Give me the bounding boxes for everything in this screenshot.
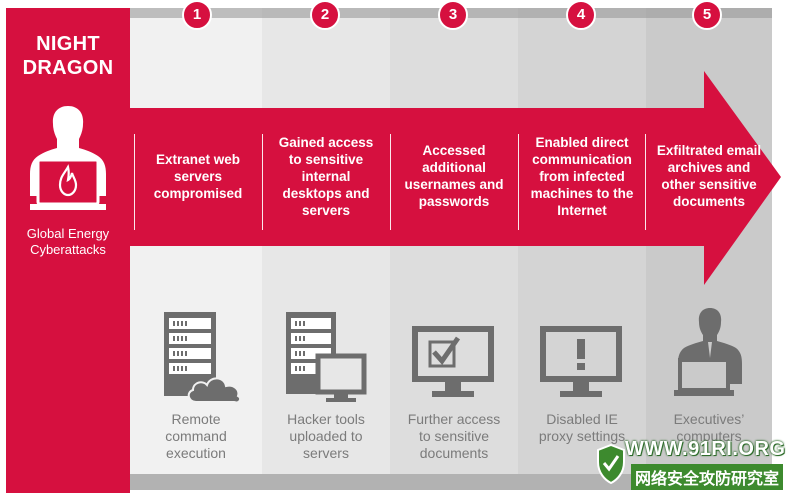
step-2-badge: 2 — [310, 0, 340, 30]
column-4 — [518, 8, 646, 490]
step-4-badge: 4 — [566, 0, 596, 30]
step-5-text: Exfiltrated email archives and other sen… — [656, 143, 762, 209]
step-3-caption: Further access to sensitive documents — [407, 411, 501, 461]
watermark-name: 网络安全攻防研究室 — [631, 464, 784, 490]
step-3-badge: 3 — [438, 0, 468, 30]
monitor-checkmark-icon — [412, 326, 494, 397]
step-divider — [262, 134, 263, 230]
shield-icon — [597, 444, 625, 484]
step-4-text: Enabled direct communication from infect… — [530, 135, 634, 218]
server-cloud-icon — [164, 312, 242, 404]
step-divider — [390, 134, 391, 230]
panel-caption: Global Energy Cyberattacks — [26, 226, 110, 257]
step-2-caption: Hacker tools uploaded to servers — [287, 411, 365, 461]
step-divider — [134, 134, 135, 230]
step-5-badge: 5 — [692, 0, 722, 30]
step-divider — [645, 134, 646, 230]
server-monitor-icon — [286, 312, 367, 402]
step-1-caption: Remote command execution — [165, 411, 227, 461]
step-5-caption: Executives’ computers — [673, 411, 745, 444]
panel-title: NIGHT DRAGON — [22, 33, 114, 79]
monitor-alert-icon — [540, 326, 622, 397]
step-4-caption: Disabled IE proxy settings — [538, 411, 626, 444]
step-1-badge: 1 — [182, 0, 212, 30]
step-1-text: Extranet web servers compromised — [153, 152, 243, 201]
hacker-laptop-icon — [30, 106, 106, 210]
step-3-text: Accessed additional usernames and passwo… — [404, 143, 504, 209]
watermark: WWW.91RI.ORG 网络安全攻防研究室 — [587, 438, 786, 494]
step-divider — [518, 134, 519, 230]
watermark-url: WWW.91RI.ORG — [625, 438, 786, 460]
executive-laptop-icon — [674, 308, 742, 396]
night-dragon-panel: NIGHT DRAGON Global Energy Cyberattacks — [6, 8, 130, 493]
step-2-text: Gained access to sensitive internal desk… — [278, 135, 374, 218]
column-2 — [262, 8, 390, 490]
